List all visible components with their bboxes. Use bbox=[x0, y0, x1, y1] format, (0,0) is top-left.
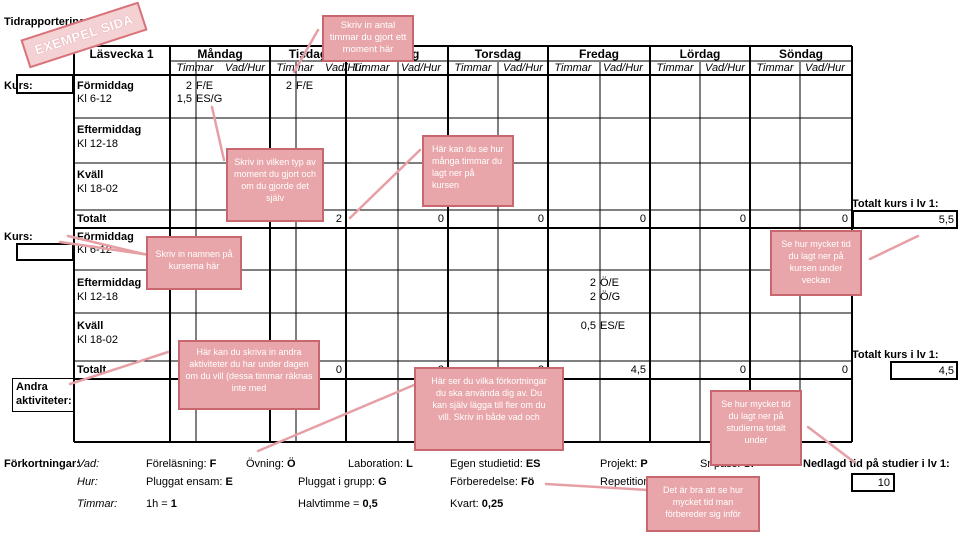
abbrev-item: Förberedelse: Fö bbox=[450, 476, 535, 488]
type-subheader: Vad/Hur bbox=[401, 62, 441, 74]
day-total-cell: 0 bbox=[841, 213, 848, 225]
course-label-1: Kurs: bbox=[4, 80, 33, 92]
hours-subheader: Timmar bbox=[554, 62, 592, 74]
hours-cell[interactable]: 2 bbox=[285, 80, 292, 92]
course-total-label: Totalt kurs i lv 1: bbox=[852, 198, 939, 210]
type-cell[interactable]: ES/E bbox=[600, 320, 626, 332]
course-name-input-1[interactable] bbox=[16, 74, 74, 94]
forenoon-label: Förmiddag bbox=[77, 80, 134, 92]
other-label: Andra bbox=[16, 381, 48, 393]
course-total-value: 4,5 bbox=[890, 361, 958, 380]
day-header-0: Måndag bbox=[197, 47, 243, 61]
type-subheader: Vad/Hur bbox=[805, 62, 845, 74]
evening-time: Kl 18-02 bbox=[77, 183, 118, 195]
day-total-cell: 0 bbox=[437, 213, 444, 225]
hours-subheader: Timmar bbox=[656, 62, 694, 74]
forenoon-label: Förmiddag bbox=[77, 231, 134, 243]
note-hours: Skriv in antal timmar du gjort ett momen… bbox=[322, 15, 414, 62]
type-subheader: Vad/Hur bbox=[325, 62, 365, 74]
type-subheader: Vad/Hur bbox=[705, 62, 745, 74]
course-total-label: Totalt kurs i lv 1: bbox=[852, 349, 939, 361]
afternoon-label: Eftermiddag bbox=[77, 124, 142, 136]
abbrev-item: Pluggat ensam: E bbox=[146, 476, 233, 488]
note-abbr: Här ser du vilka förkortningar du ska an… bbox=[414, 367, 564, 451]
abbrev-item: Egen studietid: ES bbox=[450, 458, 541, 470]
note-course-name: Skriv in namnen på kurserna här bbox=[146, 236, 242, 290]
week-header: Läsvecka 1 bbox=[89, 47, 154, 61]
studies-total-label: Nedlagd tid på studier i lv 1: bbox=[803, 458, 950, 470]
type-subheader: Vad/Hur bbox=[603, 62, 643, 74]
other-activities-frame bbox=[12, 378, 74, 412]
afternoon-time: Kl 12-18 bbox=[77, 291, 118, 303]
hours-cell[interactable]: 2 bbox=[589, 277, 596, 289]
other-label-2: aktiviteter: bbox=[16, 395, 72, 407]
day-header-1: Tisdag bbox=[288, 47, 328, 61]
afternoon-time: Kl 12-18 bbox=[77, 138, 118, 150]
course-total-number: 5,5 bbox=[938, 214, 954, 226]
hours-cell[interactable]: 2 bbox=[589, 291, 596, 303]
type-cell[interactable]: Ö/G bbox=[600, 291, 621, 303]
hours-subheader: Timmar bbox=[454, 62, 492, 74]
hours-cell[interactable]: 0,5 bbox=[580, 320, 596, 332]
day-header-5: Lördag bbox=[679, 47, 721, 61]
course-total-value: 5,5 bbox=[852, 210, 958, 229]
abbrev-item: Föreläsning: F bbox=[146, 458, 217, 470]
note-other: Här kan du skriva in andra aktiviteter d… bbox=[178, 340, 320, 410]
abbrev-item: Projekt: P bbox=[600, 458, 648, 470]
studies-total-number: 10 bbox=[877, 477, 890, 489]
evening-time: Kl 18-02 bbox=[77, 334, 118, 346]
note-type: Skriv in vilken typ av moment du gjort o… bbox=[226, 148, 324, 222]
abbrev-title: Förkortningar: bbox=[4, 458, 80, 470]
day-total-cell: 0 bbox=[841, 364, 848, 376]
abbrev-item: Övning: Ö bbox=[246, 458, 296, 470]
day-total-cell: 0 bbox=[739, 213, 746, 225]
hours-cell[interactable]: 2 bbox=[185, 80, 192, 92]
course-total-number: 4,5 bbox=[938, 365, 954, 377]
abbrev-item: Halvtimme = 0,5 bbox=[298, 498, 378, 510]
note-studies: Se hur mycket tid du lagt ner på studier… bbox=[710, 390, 802, 466]
evening-label: Kväll bbox=[77, 320, 104, 332]
evening-label: Kväll bbox=[77, 169, 104, 181]
studies-total-value: 10 bbox=[851, 473, 895, 492]
day-header-3: Torsdag bbox=[474, 47, 522, 61]
type-cell[interactable]: F/E bbox=[196, 80, 214, 92]
day-total-cell: 0 bbox=[639, 213, 646, 225]
abbrev-item: Pluggat i grupp: G bbox=[298, 476, 387, 488]
abbrev-hur: Hur: bbox=[77, 476, 98, 488]
abbrev-vad: Vad: bbox=[77, 458, 100, 470]
note-see-hours: Här kan du se hur många timmar du lagt n… bbox=[422, 135, 514, 207]
day-total-cell: 0 bbox=[335, 364, 342, 376]
abbrev-timmar: Timmar: bbox=[77, 498, 118, 510]
type-cell[interactable]: ES/G bbox=[196, 93, 223, 105]
hours-subheader: Timmar bbox=[352, 62, 390, 74]
abbrev-item: Kvart: 0,25 bbox=[450, 498, 504, 510]
total-label: Totalt bbox=[77, 364, 107, 376]
day-total-cell: 0 bbox=[739, 364, 746, 376]
type-cell[interactable]: F/E bbox=[296, 80, 314, 92]
course-label-2: Kurs: bbox=[4, 231, 33, 243]
day-total-cell: 0 bbox=[537, 213, 544, 225]
note-prep: Det är bra att se hur mycket tid man för… bbox=[646, 476, 760, 532]
note-week-total: Se hur mycket tid du lagt ner på kursen … bbox=[770, 230, 862, 296]
hours-cell[interactable]: 1,5 bbox=[176, 93, 192, 105]
type-subheader: Vad/Hur bbox=[225, 62, 265, 74]
day-total-cell: 2 bbox=[335, 213, 342, 225]
hours-subheader: Timmar bbox=[176, 62, 214, 74]
hours-subheader: Timmar bbox=[756, 62, 794, 74]
forenoon-time: Kl 6-12 bbox=[77, 93, 112, 105]
type-cell[interactable]: Ö/E bbox=[600, 277, 619, 289]
afternoon-label: Eftermiddag bbox=[77, 277, 142, 289]
day-total-cell: 4,5 bbox=[630, 364, 646, 376]
type-subheader: Vad/Hur bbox=[503, 62, 543, 74]
total-label: Totalt bbox=[77, 213, 107, 225]
abbrev-item: Laboration: L bbox=[348, 458, 413, 470]
course-name-input-2[interactable] bbox=[16, 243, 74, 261]
abbrev-item: 1h = 1 bbox=[146, 498, 177, 510]
day-header-6: Söndag bbox=[779, 47, 823, 61]
day-header-4: Fredag bbox=[578, 47, 619, 61]
